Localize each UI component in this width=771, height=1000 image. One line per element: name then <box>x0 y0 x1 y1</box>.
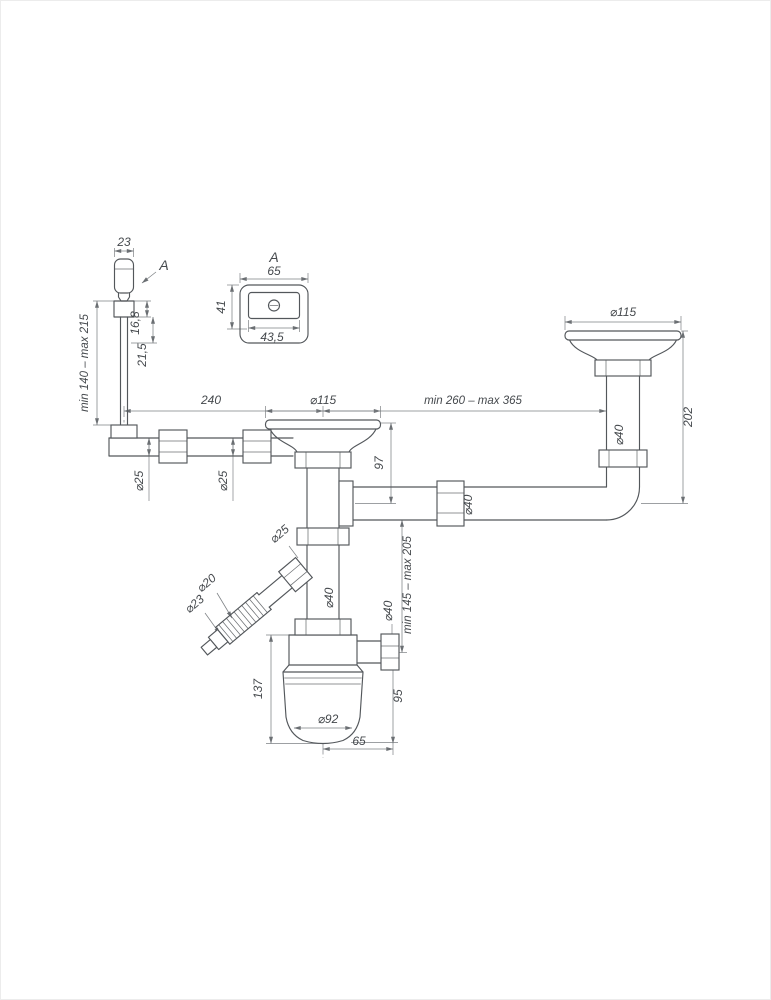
dim-16-8-label: 16,8 <box>128 311 142 335</box>
detail-title-label: A <box>268 249 278 265</box>
corrugated-hose <box>200 556 314 656</box>
detail-65-label: 65 <box>267 264 281 278</box>
dia-25-b-label: ⌀25 <box>216 470 230 491</box>
dia-40-outlet-label: ⌀40 <box>381 600 395 621</box>
dia-40-horizontal-label: ⌀40 <box>461 494 475 515</box>
centerlines <box>123 406 324 758</box>
dia-115-center-label: ⌀115 <box>310 393 337 407</box>
detail-43-5-label: 43,5 <box>260 330 284 344</box>
dia-25-hose-label: ⌀25 <box>267 522 292 546</box>
range-140-215-label: min 140 – max 215 <box>79 313 91 411</box>
dim-240-label: 240 <box>200 393 221 407</box>
siphon-body <box>282 634 383 745</box>
dia-115-right-label: ⌀115 <box>610 305 637 319</box>
detail-view-a <box>239 284 309 344</box>
dia-92-label: ⌀92 <box>318 712 339 726</box>
detail-41-label: 41 <box>214 300 228 313</box>
dia-40-inlet-label: ⌀40 <box>322 587 336 608</box>
dim-23-label: 23 <box>116 235 131 249</box>
labels: 23 A 16,8 21,5 min 140 – max 215 240 ⌀25… <box>79 235 695 748</box>
range-260-365-label: min 260 – max 365 <box>424 395 522 407</box>
dia-25-a-label: ⌀25 <box>132 470 146 491</box>
horizontal-pipe <box>352 486 641 521</box>
couplings <box>110 359 652 671</box>
detail-callout-label: A <box>158 257 168 273</box>
dimension-lines <box>94 248 686 752</box>
extension-lines <box>93 248 688 755</box>
dim-97-label: 97 <box>372 455 386 470</box>
drain-flange-right <box>564 330 682 488</box>
dia-40-right-pipe-label: ⌀40 <box>612 424 626 445</box>
dia-23-hose-label: ⌀23 <box>182 592 207 616</box>
dim-95-label: 95 <box>391 689 405 703</box>
overflow-hose <box>113 258 135 426</box>
dim-65-outlet-label: 65 <box>352 734 366 748</box>
range-145-205-label: min 145 – max 205 <box>402 535 414 633</box>
dim-137-label: 137 <box>251 678 265 699</box>
dim-21-5-label: 21,5 <box>135 343 149 368</box>
dim-202-label: 202 <box>681 407 695 428</box>
dia-20-hose-label: ⌀20 <box>194 571 219 595</box>
